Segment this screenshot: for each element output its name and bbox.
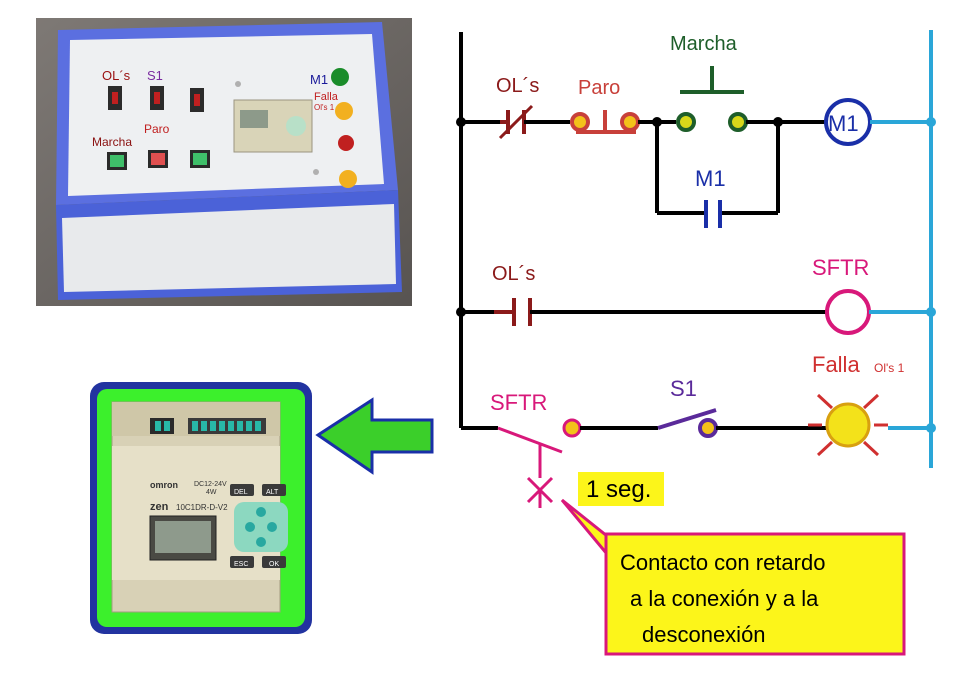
rung3-s1-label: S1 (670, 376, 697, 401)
timer-note-callout: Contacto con retardo a la conexión y a l… (560, 498, 906, 656)
rung1-paro-label: Paro (578, 77, 620, 99)
photo-label-marcha: Marcha (92, 135, 132, 149)
sftr-coil (825, 289, 871, 335)
photo-label-falla: Falla (314, 91, 339, 103)
photo-label-m1: M1 (310, 72, 328, 87)
plc-device-image: omron zen 10C1DR-D-V2 DC12-24V 4W DEL AL… (90, 382, 312, 634)
plc-key-del: DEL (234, 489, 248, 496)
control-panel-photo: OL´s S1 M1 Falla Ol's 1 Marcha Paro (36, 18, 412, 306)
plc-brand: omron (150, 480, 178, 490)
note-line-3: desconexión (642, 622, 766, 647)
falla-pilot-light-photo (335, 102, 353, 120)
marcha-pushbutton (676, 112, 696, 132)
rung2-coil-label: SFTR (812, 255, 869, 280)
ol-nc-contact (498, 104, 534, 140)
falla-lamp-icon (808, 393, 888, 457)
m1-pilot-light-photo (331, 68, 349, 86)
photo-label-s1: S1 (147, 68, 163, 83)
rung1-seal-label: M1 (695, 166, 726, 191)
plc-supply: DC12-24V (194, 481, 227, 488)
note-line-1: Contacto con retardo (620, 550, 825, 575)
plc-model: 10C1DR-D-V2 (176, 503, 228, 512)
plc-key-ok: OK (269, 561, 279, 568)
ladder-diagram: OL´s Paro Marcha M1 M1 OL´s SFTR (456, 30, 936, 656)
green-arrow-icon (315, 397, 434, 475)
rung3-sftr-label: SFTR (490, 390, 547, 415)
rung2-ol-label: OL´s (492, 263, 535, 285)
sftr-timer-contact (497, 426, 563, 454)
photo-label-paro: Paro (144, 122, 170, 136)
rung1-ol-label: OL´s (496, 75, 539, 97)
photo-label-falla-sub: Ol's 1 (314, 103, 335, 112)
photo-label-ol: OL´s (102, 68, 131, 83)
plc-key-alt: ALT (266, 489, 279, 496)
rung1-marcha-label: Marcha (670, 33, 738, 55)
rung1-coil-label: M1 (828, 111, 859, 136)
timer-value: 1 seg. (586, 476, 651, 503)
s1-switch-contact (657, 408, 717, 430)
rung-2: OL´s SFTR (456, 255, 936, 335)
plc-series: zen (150, 501, 169, 513)
paro-pushbutton (570, 112, 590, 132)
rung-3: SFTR S1 Falla Ol's 1 1 seg. (461, 352, 936, 510)
plc-key-esc: ESC (234, 561, 248, 568)
rung-1: OL´s Paro Marcha M1 M1 (456, 33, 936, 228)
rung3-lamp-label: Falla (812, 352, 860, 377)
note-line-2: a la conexión y a la (630, 586, 819, 611)
plc-power: 4W (206, 489, 217, 496)
rung3-lamp-sublabel: Ol's 1 (874, 361, 905, 375)
